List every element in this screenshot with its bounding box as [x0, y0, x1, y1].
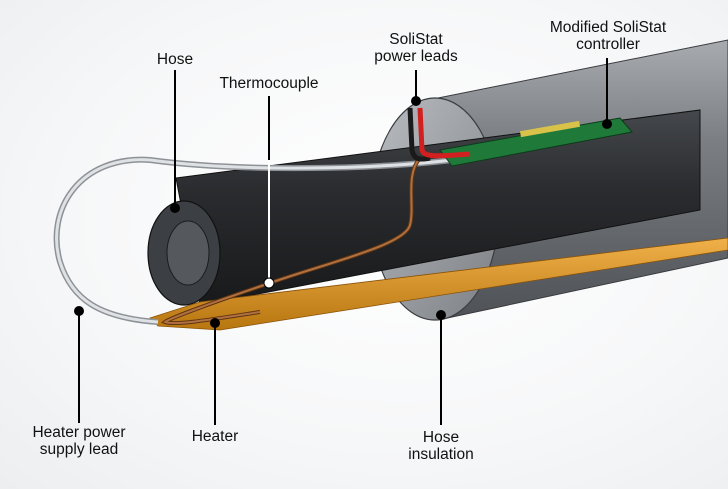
callout-solistat-power-leads [411, 70, 421, 106]
callout-heater [210, 318, 220, 425]
label-thermocouple: Thermocouple [219, 75, 319, 92]
callout-modified-solistat-controller [602, 58, 612, 129]
heater-strip [149, 237, 728, 331]
label-solistat-power-leads: SoliStat power leads [374, 31, 458, 65]
label-heater: Heater [191, 428, 239, 445]
label-hose-insulation: Hose insulation [408, 429, 474, 463]
solistat-power-leads [407, 107, 471, 162]
label-heater-power-supply-lead: Heater power supply lead [32, 424, 126, 458]
callout-hose [170, 70, 180, 213]
callout-thermocouple [263, 96, 275, 289]
label-hose: Hose [156, 51, 194, 68]
hose-tube [147, 109, 701, 306]
heater-power-supply-lead [53, 155, 469, 325]
label-modified-solistat-controller: Modified SoliStat controller [549, 19, 667, 53]
callout-hose-insulation [436, 310, 446, 425]
callout-heater-power-supply-lead [74, 306, 84, 423]
solistat-controller-board [439, 117, 633, 167]
